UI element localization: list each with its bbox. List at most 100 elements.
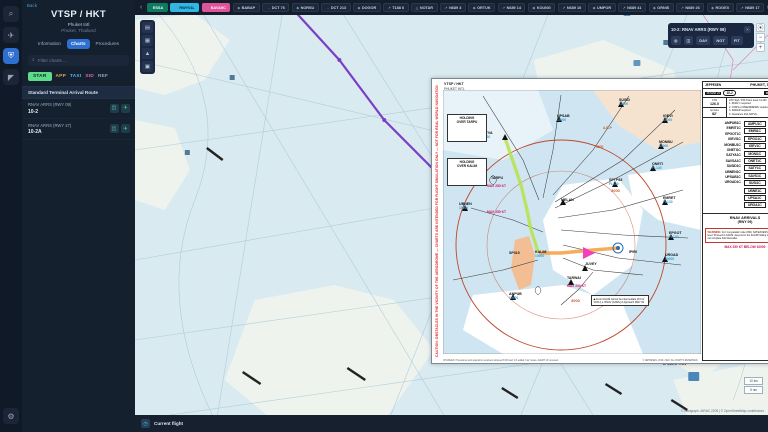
airport-icon[interactable]: ⛨ bbox=[3, 48, 19, 64]
chart-overlay-tool-icon[interactable]: ▣ bbox=[142, 61, 153, 72]
chip-label: N689 17 bbox=[745, 5, 760, 10]
route-chip-waypoint[interactable]: ◆UMPOR bbox=[588, 2, 616, 13]
chip-label: RWY01L bbox=[179, 5, 195, 10]
procedure-code: SATY1C bbox=[743, 165, 766, 172]
wpt-alt: 10000 bbox=[535, 254, 545, 258]
pin-chart-icon[interactable]: ◫ bbox=[109, 103, 119, 113]
chart-panel-header: 10-2: RNAV ARRS (RWY 09) × bbox=[671, 26, 751, 33]
atis-label: ATIS bbox=[711, 99, 718, 102]
filter-star[interactable]: STAR bbox=[28, 71, 52, 81]
route-chip-waypoint[interactable]: ◆BABAP bbox=[232, 2, 260, 13]
filter-app[interactable]: APP bbox=[55, 73, 66, 79]
tab-information[interactable]: Information bbox=[37, 41, 61, 46]
route-chip-airway[interactable]: ↗N689 14 bbox=[497, 2, 526, 13]
flightplan-icon[interactable]: ✈ bbox=[3, 27, 19, 43]
procedure-col-left: AMPUB1C EMRIT1C EPGOT1C IGEVI1C MONBU1C … bbox=[724, 121, 741, 208]
procedure-name: IGEVI1C bbox=[728, 137, 741, 142]
holding-pattern-box: HOLDING OVER TARPU bbox=[447, 114, 487, 142]
georeference-button[interactable]: ◎ bbox=[671, 36, 681, 45]
night-mode-button[interactable]: NGT bbox=[713, 36, 728, 45]
search-icon[interactable]: ⌕ bbox=[3, 6, 19, 22]
weather-icon[interactable]: ◤ bbox=[3, 69, 19, 85]
route-chip-waypoint[interactable]: ◆ROGEX bbox=[706, 2, 734, 13]
route-chip-waypoint[interactable]: ◆ORTUK bbox=[468, 2, 496, 13]
chart-name: RNAV ARRS (RWY 27) bbox=[28, 122, 72, 128]
chip-label: KOUNG bbox=[536, 5, 551, 10]
settings-icon[interactable]: ⚙ bbox=[3, 408, 19, 424]
warning-heading: WARNING: bbox=[707, 230, 722, 234]
hold-line1: HOLDING bbox=[459, 160, 475, 164]
search-icon-small: ⌕ bbox=[32, 57, 35, 63]
route-chip-waypoint[interactable]: ◆NORSU bbox=[291, 2, 319, 13]
map-area[interactable]: TRANG D 116.6 TRN CAUTION: OBSTACLES IN … bbox=[135, 0, 768, 432]
route-chip-airway[interactable]: ↗N689 17 bbox=[736, 2, 765, 13]
route-chip-airway[interactable]: ↗N689 41 bbox=[618, 2, 647, 13]
route-chip-runway[interactable]: ☰RWY01L bbox=[170, 2, 200, 13]
chip-icon: → bbox=[266, 5, 271, 10]
filter-ref[interactable]: REF bbox=[97, 73, 109, 79]
zoom-out-button[interactable]: − bbox=[756, 33, 765, 42]
chart-waypoint: SP310 bbox=[509, 251, 520, 255]
route-chip-airway[interactable]: →DCT 213 bbox=[321, 2, 351, 13]
procedure-code: UPSA1C bbox=[743, 194, 766, 201]
tab-charts[interactable]: Charts bbox=[66, 38, 90, 49]
current-flight-label[interactable]: Current flight bbox=[154, 421, 184, 426]
procedure-name: SUSID1C bbox=[726, 164, 741, 169]
scale-km: 10 km bbox=[744, 377, 763, 385]
route-chip-airway[interactable]: ↗T188 6 bbox=[383, 2, 409, 13]
terrain-tool-icon[interactable]: ▲ bbox=[142, 48, 153, 59]
pin-chart-icon[interactable]: ◫ bbox=[109, 124, 119, 134]
route-scroll-right-icon[interactable]: › bbox=[767, 4, 768, 11]
overlay-chart-icon[interactable]: ✈ bbox=[121, 103, 130, 113]
map-attribution: © Navigraph, AIRAC 2205 | © OpenStreetMa… bbox=[681, 409, 764, 413]
route-chip-airway[interactable]: →DCT 76 bbox=[262, 2, 290, 13]
atis-value: 126.0 bbox=[710, 102, 719, 106]
wpt-id: JUVEY bbox=[585, 262, 597, 266]
search-field-wrap[interactable]: ⌕ bbox=[28, 54, 129, 66]
procedure-code: ONET1C bbox=[743, 157, 766, 164]
close-icon[interactable]: × bbox=[744, 26, 751, 33]
search-input[interactable] bbox=[37, 57, 125, 63]
chip-icon: ↗ bbox=[562, 5, 566, 10]
table-row[interactable]: RNAV ARRS (RWY 09) 10-2 ◫ ✈ bbox=[22, 99, 135, 119]
table-row[interactable]: RNAV ARRS (RWY 27) 10-2A ◫ ✈ bbox=[22, 119, 135, 140]
tab-procedures[interactable]: Procedures bbox=[95, 41, 120, 46]
route-chip-airway[interactable]: ↗N689 16 bbox=[557, 2, 586, 13]
route-chip-airway[interactable]: ↗N689 26 bbox=[676, 2, 705, 13]
altitude-label: 3000 bbox=[571, 298, 580, 303]
chart-code: 10-2A bbox=[28, 129, 42, 135]
wpt-alt: 10000 bbox=[665, 257, 675, 261]
wpt-id: TARPU bbox=[491, 176, 504, 180]
route-chip-departure[interactable]: ESSA bbox=[146, 2, 168, 13]
airport-glyph: ⛨ bbox=[8, 51, 14, 60]
day-mode-button[interactable]: DAY bbox=[696, 36, 711, 45]
warning-body: For 'non-parallel' code 1500, SAT/EXCESS… bbox=[707, 230, 768, 241]
zoom-in-button[interactable]: + bbox=[756, 43, 765, 52]
route-chip-sid[interactable]: ↗BAVA5C bbox=[201, 2, 231, 13]
split-view-button[interactable]: ◫ bbox=[683, 36, 694, 45]
route-chip-waypoint[interactable]: ◆DOGOR bbox=[353, 2, 381, 13]
fit-button[interactable]: FIT bbox=[730, 36, 743, 45]
grid-tool-icon[interactable]: ▦ bbox=[142, 35, 153, 46]
route-chip-airway[interactable]: ↗N689 3 bbox=[440, 2, 466, 13]
elev-value: 82' bbox=[712, 112, 717, 116]
route-chip-waypoint[interactable]: △NOTAR bbox=[411, 2, 438, 13]
filter-sid[interactable]: SID bbox=[85, 73, 94, 79]
wpt-id: MELAN bbox=[561, 198, 574, 202]
chip-label: UMPOR bbox=[597, 5, 612, 10]
route-chip-waypoint[interactable]: ◆ORNIS bbox=[648, 2, 674, 13]
back-link[interactable]: Back bbox=[27, 3, 38, 8]
route-chip-waypoint[interactable]: ◆KOUNG bbox=[527, 2, 556, 13]
speed-limit-label: MAX 250 KT bbox=[487, 210, 507, 214]
procedure-name: EMRIT1C bbox=[726, 126, 741, 131]
overlay-chart-icon[interactable]: ✈ bbox=[121, 124, 130, 134]
bottom-status-bar: ◷ Current flight bbox=[135, 415, 768, 432]
chart-document[interactable]: CAUTION: OBSTACLES IN THE VICINITY OF TH… bbox=[431, 78, 768, 364]
route-scroll-left-icon[interactable]: ‹ bbox=[140, 4, 143, 11]
layers-tool-icon[interactable]: ▤ bbox=[142, 22, 153, 33]
wpt-alt: 10000 bbox=[509, 296, 519, 300]
chip-label: N689 26 bbox=[685, 5, 700, 10]
locate-button[interactable]: ⦿ bbox=[756, 23, 765, 32]
filter-taxi[interactable]: TAXI bbox=[69, 73, 82, 79]
map-scale: 10 km 5 nm bbox=[744, 377, 763, 394]
